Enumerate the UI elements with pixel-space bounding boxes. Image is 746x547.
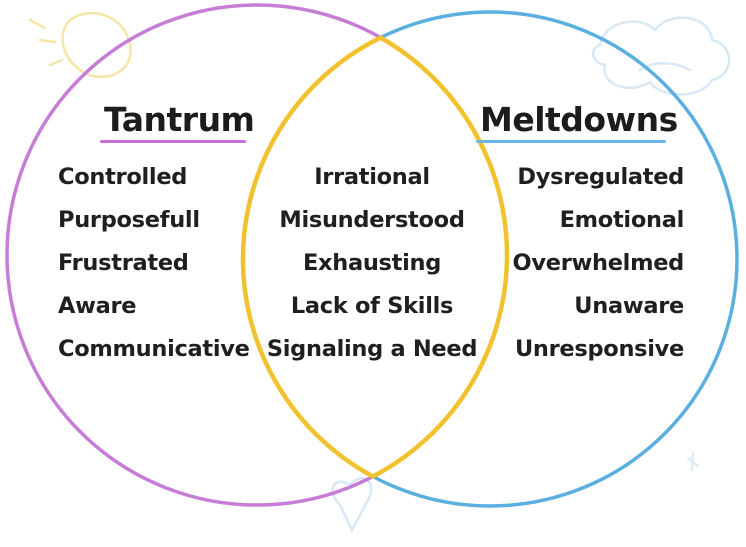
overlap-outline xyxy=(240,35,510,480)
meltdowns-list: Dysregulated Emotional Overwhelmed Unawa… xyxy=(512,156,685,371)
list-item: Dysregulated xyxy=(517,164,684,190)
meltdowns-heading: Meltdowns xyxy=(480,100,678,139)
list-item: Overwhelmed xyxy=(512,250,685,276)
list-item: Purposefull xyxy=(58,207,200,233)
tantrum-list: Controlled Purposefull Frustrated Aware … xyxy=(58,156,250,371)
list-item: Emotional xyxy=(559,207,685,233)
list-item: Unaware xyxy=(574,293,684,319)
tantrum-underline xyxy=(100,140,246,143)
heart-doodle-icon xyxy=(331,477,373,533)
list-item: Misunderstood xyxy=(279,207,465,233)
sparkle-doodle-icon xyxy=(687,451,699,471)
list-item: Signaling a Need xyxy=(266,336,478,362)
list-item: Controlled xyxy=(58,164,188,190)
meltdowns-underline xyxy=(476,140,666,143)
overlap-list: Irrational Misunderstood Exhausting Lack… xyxy=(262,156,482,371)
list-item: Frustrated xyxy=(58,250,189,276)
list-item: Irrational xyxy=(314,164,430,190)
tantrum-heading: Tantrum xyxy=(104,100,255,139)
list-item: Lack of Skills xyxy=(290,293,454,319)
list-item: Aware xyxy=(58,293,137,319)
list-item: Communicative xyxy=(58,336,250,362)
list-item: Exhausting xyxy=(302,250,442,276)
list-item: Unresponsive xyxy=(514,336,684,362)
sun-doodle-icon xyxy=(28,11,132,79)
